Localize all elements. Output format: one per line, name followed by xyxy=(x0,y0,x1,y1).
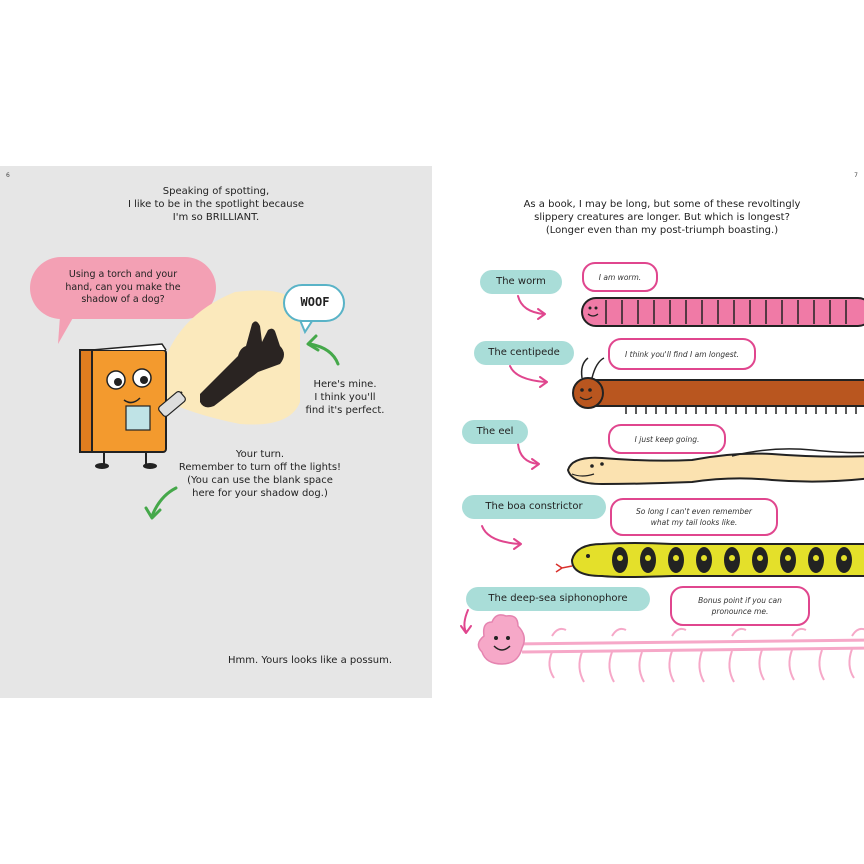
pink-speech-bubble: Using a torch and your hand, can you mak… xyxy=(30,269,216,307)
speech-boa-constrictor: So long I can't even remember what my ta… xyxy=(610,498,778,536)
text-line: (You can use the blank space xyxy=(187,475,333,486)
right-page: 7 As a book, I may be long, but some of … xyxy=(432,166,864,698)
green-arrow-down-head xyxy=(144,506,162,520)
left-intro-text: Speaking of spotting, I like to be in th… xyxy=(96,185,336,224)
speech-line: Bonus point if you can xyxy=(698,596,782,605)
text-line: I think you'll xyxy=(314,392,376,403)
book-character xyxy=(79,343,186,469)
intro-line: (Longer even than my post-triumph boasti… xyxy=(545,225,779,236)
intro-line: I like to be in the spotlight because xyxy=(128,199,304,210)
right-intro-text: As a book, I may be long, but some of th… xyxy=(472,198,852,237)
speech-line: I just keep going. xyxy=(634,434,700,444)
label-deep-sea-siphonophore: The deep-sea siphonophore xyxy=(466,587,650,611)
text-line: find it's perfect. xyxy=(305,405,385,416)
bubble-line: hand, can you make the xyxy=(65,281,181,293)
intro-line: As a book, I may be long, but some of th… xyxy=(523,199,801,210)
text-line: here for your shadow dog.) xyxy=(192,488,328,499)
speech-line: I am worm. xyxy=(598,272,642,282)
left-illustration xyxy=(30,257,345,520)
label-worm: The worm xyxy=(480,270,562,294)
heres-mine-text: Here's mine. I think you'll find it's pe… xyxy=(300,378,390,417)
your-turn-text: Your turn. Remember to turn off the ligh… xyxy=(160,448,360,500)
speech-worm: I am worm. xyxy=(582,262,658,292)
speech-line: pronounce me. xyxy=(711,607,769,616)
speech-line: I think you'll find I am longest. xyxy=(625,349,739,359)
speech-line: So long I can't even remember xyxy=(636,507,752,516)
dog-shadow xyxy=(200,321,284,408)
bubble-line: Using a torch and your xyxy=(68,269,178,280)
text-line: Here's mine. xyxy=(313,379,377,390)
green-arrow-up-line xyxy=(308,342,340,366)
torch-beam xyxy=(160,290,300,425)
woof-text: WOOF xyxy=(300,295,330,309)
page-number-left: 6 xyxy=(6,172,10,179)
pink-bubble-shape xyxy=(30,257,216,319)
speech-line: what my tail looks like. xyxy=(650,518,738,527)
bubble-line: shadow of a dog? xyxy=(81,294,165,305)
woof-bubble-shape xyxy=(283,284,345,322)
intro-line: I'm so BRILLIANT. xyxy=(172,212,260,223)
green-arrow-down-line xyxy=(150,486,178,518)
deep-sea-siphonophore xyxy=(477,614,864,683)
boa-constrictor xyxy=(555,542,864,578)
label-boa-constrictor: The boa constrictor xyxy=(462,495,606,519)
label-centipede: The centipede xyxy=(474,341,574,365)
speech-eel: I just keep going. xyxy=(608,424,726,454)
centipede xyxy=(572,357,864,414)
speech-centipede: I think you'll find I am longest. xyxy=(608,338,756,370)
eel xyxy=(566,448,864,486)
creatures-illustration xyxy=(460,295,864,683)
text-line: Your turn. xyxy=(235,449,285,460)
green-arrow-up-head xyxy=(306,334,320,352)
possum-text: Hmm. Yours looks like a possum. xyxy=(227,655,393,666)
worm xyxy=(581,297,864,327)
intro-line: slippery creatures are longer. But which… xyxy=(534,212,790,223)
text-line: Remember to turn off the lights! xyxy=(178,462,342,473)
page-number-right: 7 xyxy=(854,172,858,179)
left-page: 6 Speaking of spotting, I like to be in … xyxy=(0,166,432,698)
label-eel: The eel xyxy=(462,420,528,444)
intro-line: Speaking of spotting, xyxy=(162,186,270,197)
speech-deep-sea-siphonophore: Bonus point if you can pronounce me. xyxy=(670,586,810,626)
pink-arrows xyxy=(460,295,548,634)
bubble-tail xyxy=(58,316,74,344)
